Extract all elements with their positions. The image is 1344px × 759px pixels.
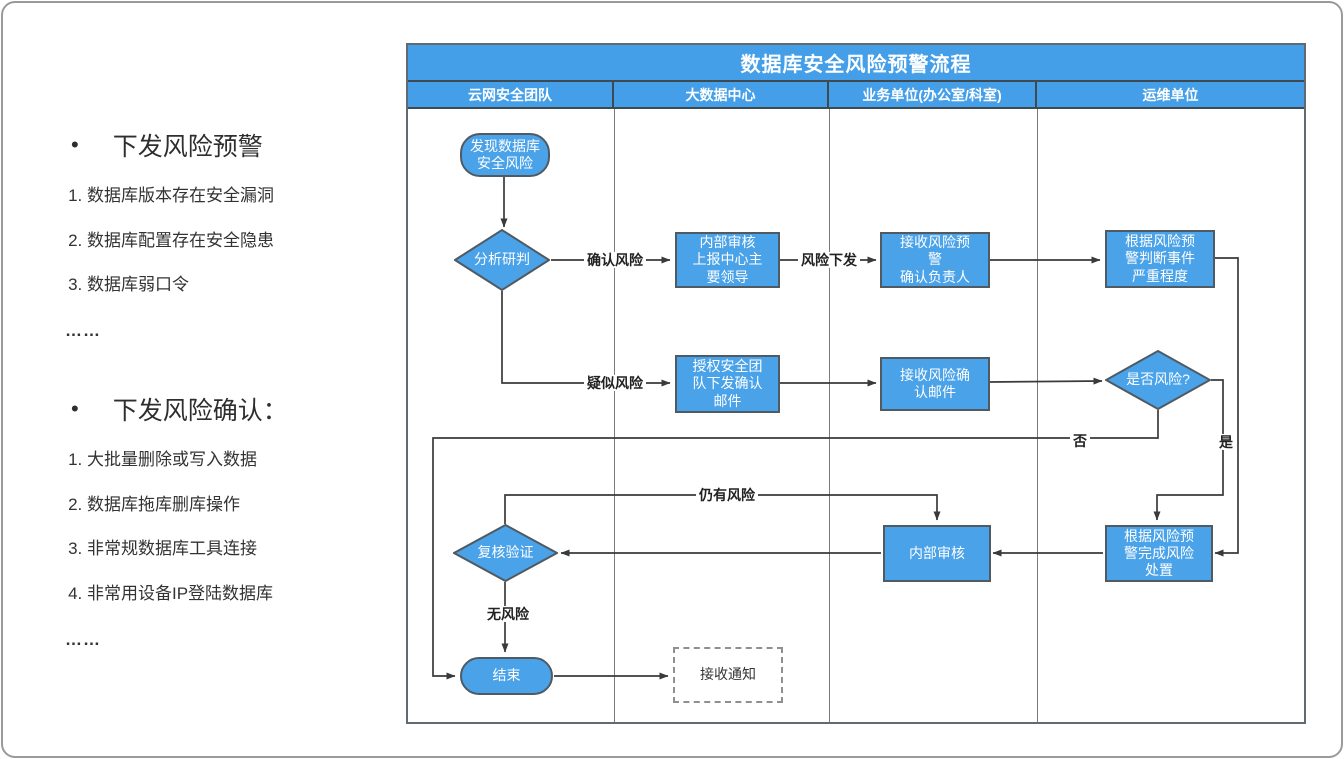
ellipsis: …… bbox=[65, 321, 101, 341]
edge-label-yes: 是 bbox=[1216, 433, 1236, 451]
diamond-shape bbox=[454, 229, 550, 291]
node-analyze-decision: 分析研判 bbox=[454, 229, 550, 291]
warning-list: 数据库版本存在安全漏洞 数据库配置存在安全隐患 数据库弱口令 bbox=[63, 186, 399, 295]
list-item: 数据库拖库删库操作 bbox=[87, 495, 399, 515]
node-receive-confirm-email: 接收风险确 认邮件 bbox=[880, 357, 990, 411]
list-item: 数据库配置存在安全隐患 bbox=[87, 231, 399, 251]
lane-header-big-data-center: 大数据中心 bbox=[614, 82, 829, 107]
lane-divider bbox=[1037, 109, 1038, 722]
edge-label-no-risk: 无风险 bbox=[484, 605, 532, 623]
node-authorize-email: 授权安全团 队下发确认 邮件 bbox=[675, 355, 780, 413]
risk-warning-section: 下发风险预警 数据库版本存在安全漏洞 数据库配置存在安全隐患 数据库弱口令 …… bbox=[63, 127, 399, 341]
edge-label-still-risk: 仍有风险 bbox=[696, 486, 758, 504]
risk-confirm-section: 下发风险确认： 大批量删除或写入数据 数据库拖库删库操作 非常规数据库工具连接 … bbox=[63, 391, 399, 650]
node-start: 发现数据库 安全风险 bbox=[460, 133, 550, 177]
section-heading-warning: 下发风险预警 bbox=[71, 127, 399, 163]
section-heading-confirm: 下发风险确认： bbox=[71, 391, 399, 427]
node-complete-disposal: 根据风险预 警完成风险 处置 bbox=[1105, 525, 1213, 582]
node-receive-notice: 接收通知 bbox=[673, 647, 783, 703]
lane-header-row: 云网安全团队 大数据中心 业务单位(办公室/科室) 运维单位 bbox=[408, 82, 1304, 109]
list-item: 数据库弱口令 bbox=[87, 276, 399, 295]
left-panel: 下发风险预警 数据库版本存在安全漏洞 数据库配置存在安全隐患 数据库弱口令 ……… bbox=[63, 127, 399, 650]
ellipsis: …… bbox=[65, 629, 101, 649]
node-judge-severity: 根据风险预 警判断事件 严重程度 bbox=[1105, 230, 1215, 288]
node-receive-warning: 接收风险预 警 确认负责人 bbox=[880, 232, 990, 288]
lane-header-cloud-security-team: 云网安全团队 bbox=[408, 82, 614, 107]
node-label: 是否风险? bbox=[1126, 371, 1190, 388]
list-item: 数据库版本存在安全漏洞 bbox=[87, 186, 399, 206]
confirm-list: 大批量删除或写入数据 数据库拖库删库操作 非常规数据库工具连接 非常用设备IP登… bbox=[63, 450, 399, 604]
edge-label-suspected-risk: 疑似风险 bbox=[584, 374, 646, 392]
edge-label-dispatch-risk: 风险下发 bbox=[798, 251, 860, 269]
lane-header-business-unit: 业务单位(办公室/科室) bbox=[829, 82, 1037, 107]
flowchart: 数据库安全风险预警流程 云网安全团队 大数据中心 业务单位(办公室/科室) 运维… bbox=[406, 43, 1306, 724]
lane-divider bbox=[829, 109, 830, 722]
list-item: 大批量删除或写入数据 bbox=[87, 450, 399, 470]
edge-label-no: 否 bbox=[1070, 432, 1090, 450]
node-is-risk-decision: 是否风险? bbox=[1105, 350, 1211, 410]
list-item: 非常规数据库工具连接 bbox=[87, 540, 399, 559]
list-item: 非常用设备IP登陆数据库 bbox=[87, 584, 399, 604]
lane-header-ops-unit: 运维单位 bbox=[1037, 82, 1304, 107]
node-label: 复核验证 bbox=[477, 544, 534, 561]
node-internal-review: 内部审核 bbox=[883, 525, 991, 582]
flowchart-title: 数据库安全风险预警流程 bbox=[408, 45, 1304, 82]
node-recheck-decision: 复核验证 bbox=[453, 524, 558, 582]
edge-label-confirm-risk: 确认风险 bbox=[584, 251, 646, 269]
node-label: 分析研判 bbox=[474, 251, 530, 268]
node-internal-review-report: 内部审核 上报中心主 要领导 bbox=[675, 232, 780, 288]
node-end: 结束 bbox=[460, 657, 553, 695]
lane-divider bbox=[614, 109, 615, 722]
